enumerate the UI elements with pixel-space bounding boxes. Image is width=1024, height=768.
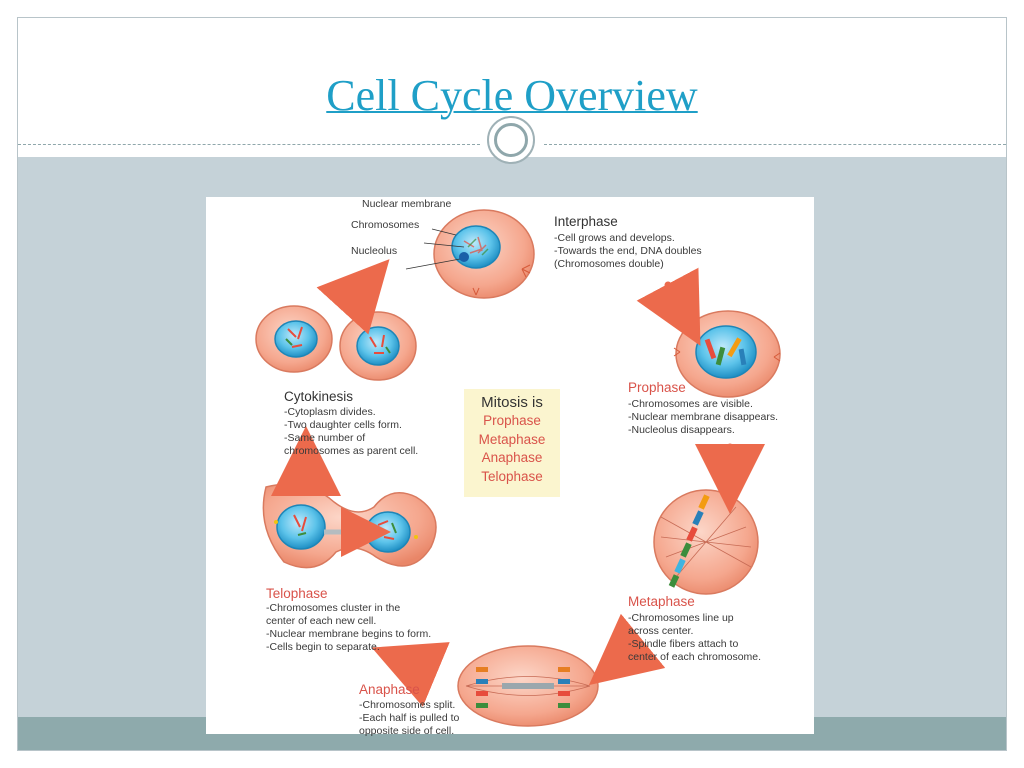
interphase-line-1: -Cell grows and develops. (554, 232, 675, 244)
arrow-icon (271, 259, 765, 707)
metaphase-heading: Metaphase (628, 594, 695, 609)
cytokinesis-line-4: chromosomes as parent cell. (284, 445, 419, 457)
ring-icon (487, 116, 535, 164)
metaphase-line-1: -Chromosomes line up (628, 612, 734, 624)
slide-frame: Cell Cycle Overview (17, 17, 1007, 751)
telophase-heading: Telophase (266, 586, 328, 601)
anaphase-heading: Anaphase (359, 682, 420, 697)
telophase-cell (262, 483, 437, 569)
telophase-line-4: -Cells begin to separate. (266, 641, 380, 653)
interphase-description: -Cell grows and develops. -Towards the e… (554, 232, 702, 271)
mitosis-phase-metaphase: Metaphase (478, 431, 546, 447)
ring-inner (494, 123, 528, 157)
slide-title: Cell Cycle Overview (326, 71, 698, 120)
divider-right (544, 144, 1006, 145)
telophase-line-1: -Chromosomes cluster in the (266, 602, 401, 614)
nucleolus-label: Nucleolus (351, 245, 398, 257)
metaphase-line-4: center of each chromosome. (628, 651, 762, 663)
mitosis-summary-box: Mitosis is Prophase Metaphase Anaphase T… (464, 389, 560, 497)
anaphase-cell (457, 645, 599, 727)
interphase-heading: Interphase (554, 214, 618, 229)
mitosis-phase-anaphase: Anaphase (481, 450, 543, 465)
prophase-line-2: -Nuclear membrane disappears. (628, 411, 778, 423)
metaphase-line-2: across center. (628, 625, 694, 637)
anaphase-description: -Chromosomes split. -Each half is pulled… (359, 699, 459, 738)
chromosomes-label: Chromosomes (351, 219, 420, 231)
cell-cycle-diagram: Nuclear membrane Chromosomes Nucleolus I… (206, 197, 814, 737)
cytokinesis-heading: Cytokinesis (284, 389, 354, 404)
interphase-line-3: (Chromosomes double) (554, 258, 664, 270)
interphase-line-2: -Towards the end, DNA doubles (554, 245, 702, 257)
telophase-line-2: center of each new cell. (266, 615, 377, 627)
prophase-description: -Chromosomes are visible. -Nuclear membr… (628, 398, 778, 437)
telophase-description: -Chromosomes cluster in the center of ea… (266, 602, 431, 654)
telophase-line-3: -Nuclear membrane begins to form. (266, 628, 432, 640)
cytokinesis-line-1: -Cytoplasm divides. (284, 406, 376, 418)
cytokinesis-cells (255, 305, 417, 381)
cell-cycle-illustration (255, 209, 781, 727)
mitosis-phase-prophase: Prophase (483, 413, 541, 428)
prophase-cell (673, 310, 781, 398)
anaphase-line-1: -Chromosomes split. (359, 699, 456, 711)
prophase-heading: Prophase (628, 380, 686, 395)
anaphase-line-3: opposite side of cell. (359, 725, 455, 737)
mitosis-box-title: Mitosis is (481, 394, 543, 411)
divider-left (18, 144, 480, 145)
metaphase-description: -Chromosomes line up across center. -Spi… (628, 612, 761, 664)
metaphase-cell (653, 489, 759, 595)
prophase-line-3: -Nucleolus disappears. (628, 424, 735, 436)
cytokinesis-description: -Cytoplasm divides. -Two daughter cells … (284, 406, 418, 458)
nuclear-membrane-label: Nuclear membrane (362, 198, 452, 210)
anaphase-line-2: -Each half is pulled to (359, 712, 460, 724)
metaphase-line-3: -Spindle fibers attach to (628, 638, 739, 650)
cytokinesis-line-2: -Two daughter cells form. (284, 419, 402, 431)
interphase-cell (433, 209, 535, 299)
mitosis-phase-telophase: Telophase (481, 468, 543, 484)
prophase-line-1: -Chromosomes are visible. (628, 398, 753, 410)
cytokinesis-line-3: -Same number of (284, 432, 366, 444)
